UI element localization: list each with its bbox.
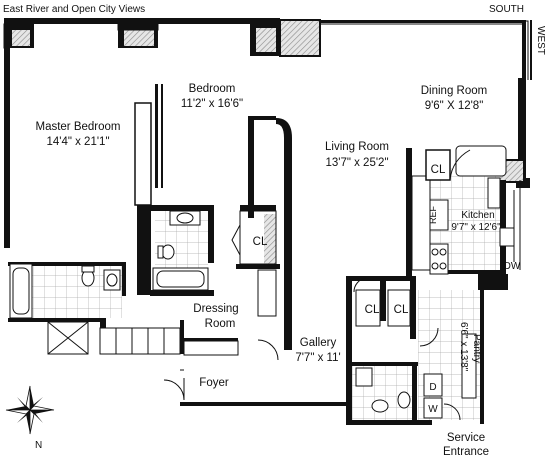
dressing-room-line2: Room bbox=[205, 318, 236, 330]
west-label: WEST bbox=[535, 26, 546, 55]
compass-icon: N bbox=[5, 385, 55, 451]
windows bbox=[3, 20, 529, 80]
fixtures bbox=[9, 145, 521, 419]
living-room-name: Living Room bbox=[325, 141, 389, 153]
dressing-room-line1: Dressing bbox=[193, 303, 238, 315]
master-bedroom-dims: 14'4" x 21'1" bbox=[46, 136, 109, 148]
gallery-closet-right-label: CL bbox=[394, 304, 409, 316]
living-room-dims: 13'7" x 25'2" bbox=[325, 157, 388, 169]
bedroom-dims: 11'2" x 16'6" bbox=[181, 98, 243, 110]
pantry-name: Pantry bbox=[471, 334, 482, 363]
gallery-closet-left-label: CL bbox=[365, 304, 380, 316]
bedroom-closet-label: CL bbox=[253, 236, 268, 248]
dryer-label: D bbox=[429, 382, 436, 393]
service-entrance-line2: Entrance bbox=[443, 446, 489, 458]
dishwasher-label: DW bbox=[504, 261, 521, 272]
washer-label: W bbox=[428, 404, 438, 415]
foyer-name: Foyer bbox=[199, 377, 229, 389]
kitchen-closet bbox=[425, 149, 471, 181]
kitchen-dims: 9'7" x 12'6" bbox=[451, 222, 501, 233]
kitchen-closet-label: CL bbox=[431, 164, 446, 176]
kitchen-name: Kitchen bbox=[461, 210, 494, 221]
labels: East River and Open City Views SOUTH WES… bbox=[3, 4, 546, 458]
gallery-closets bbox=[355, 289, 411, 327]
bedroom-name: Bedroom bbox=[189, 83, 236, 95]
door-swings bbox=[163, 277, 461, 421]
south-label: SOUTH bbox=[489, 4, 524, 15]
gallery-name: Gallery bbox=[300, 337, 337, 349]
structural-columns bbox=[8, 18, 525, 349]
compass-north-label: N bbox=[35, 440, 42, 451]
gallery-dims: 7'7" x 11' bbox=[295, 352, 340, 364]
interior-walls bbox=[8, 84, 508, 424]
dining-room-dims: 9'6" X 12'8" bbox=[425, 100, 484, 112]
dining-room-name: Dining Room bbox=[421, 85, 487, 97]
ref-label: REF bbox=[428, 205, 438, 224]
master-bedroom-name: Master Bedroom bbox=[35, 121, 120, 133]
bedroom-closet bbox=[231, 210, 277, 265]
service-entrance-line1: Service bbox=[447, 432, 485, 444]
pantry-dims: 6'6" x 13'8" bbox=[458, 322, 469, 372]
views-caption: East River and Open City Views bbox=[3, 4, 145, 15]
